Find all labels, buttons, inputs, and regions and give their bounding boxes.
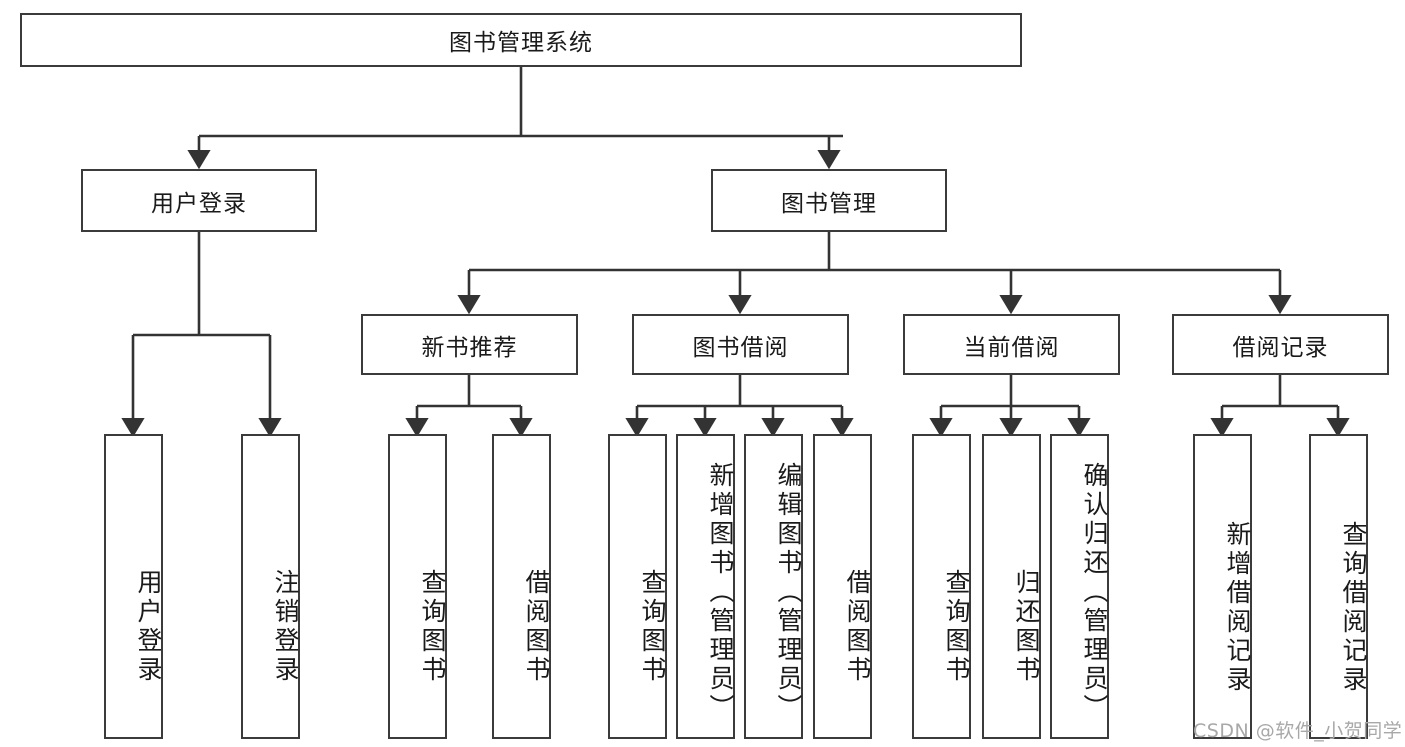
- node-current-borrow[interactable]: 当前借阅: [903, 314, 1120, 375]
- leaf-query-borrow-record[interactable]: 查询借阅记录: [1309, 434, 1368, 739]
- leaf-query-book-current[interactable]: 查询图书: [912, 434, 971, 739]
- node-label: 图书管理系统: [449, 30, 593, 56]
- leaf-borrow-book[interactable]: 借阅图书: [813, 434, 872, 739]
- leaf-add-borrow-record[interactable]: 新增借阅记录: [1193, 434, 1252, 739]
- node-label: 编辑图书（管理员）: [774, 462, 803, 723]
- csdn-watermark: CSDN @软件_小贺同学: [1193, 720, 1403, 742]
- node-label: 查询借阅记录: [1339, 520, 1368, 695]
- node-label: 确认归还（管理员）: [1080, 462, 1109, 723]
- node-root-system[interactable]: 图书管理系统: [20, 13, 1022, 67]
- node-label: 归还图书: [1012, 568, 1041, 685]
- node-label: 当前借阅: [963, 334, 1060, 361]
- node-label: 查询图书: [638, 568, 667, 685]
- node-label: 借阅图书: [843, 568, 872, 685]
- node-label: 用户登录: [151, 190, 247, 217]
- node-borrow-records[interactable]: 借阅记录: [1172, 314, 1389, 375]
- leaf-edit-book-admin[interactable]: 编辑图书（管理员）: [744, 434, 803, 739]
- node-label: 借阅记录: [1232, 334, 1329, 361]
- node-book-borrow[interactable]: 图书借阅: [632, 314, 849, 375]
- leaf-return-book[interactable]: 归还图书: [982, 434, 1041, 739]
- node-label: 用户登录: [134, 568, 163, 685]
- node-book-management[interactable]: 图书管理: [711, 169, 947, 232]
- node-label: 查询图书: [942, 568, 971, 685]
- node-user-login[interactable]: 用户登录: [81, 169, 317, 232]
- leaf-query-book-recommendation[interactable]: 查询图书: [388, 434, 447, 739]
- node-label: 新增图书（管理员）: [706, 462, 735, 723]
- leaf-query-book-borrow[interactable]: 查询图书: [608, 434, 667, 739]
- leaf-add-book-admin[interactable]: 新增图书（管理员）: [676, 434, 735, 739]
- leaf-user-login[interactable]: 用户登录: [104, 434, 163, 739]
- leaf-logout[interactable]: 注销登录: [241, 434, 300, 739]
- node-label: 图书管理: [781, 190, 877, 217]
- node-new-book-recommendation[interactable]: 新书推荐: [361, 314, 578, 375]
- node-label: 借阅图书: [522, 568, 551, 685]
- node-label: 注销登录: [271, 568, 300, 685]
- node-label: 新增借阅记录: [1223, 520, 1252, 695]
- node-label: 新书推荐: [421, 334, 518, 361]
- node-label: 图书借阅: [692, 334, 789, 361]
- leaf-borrow-book-recommendation[interactable]: 借阅图书: [492, 434, 551, 739]
- leaf-confirm-return-admin[interactable]: 确认归还（管理员）: [1050, 434, 1109, 739]
- node-label: 查询图书: [418, 568, 447, 685]
